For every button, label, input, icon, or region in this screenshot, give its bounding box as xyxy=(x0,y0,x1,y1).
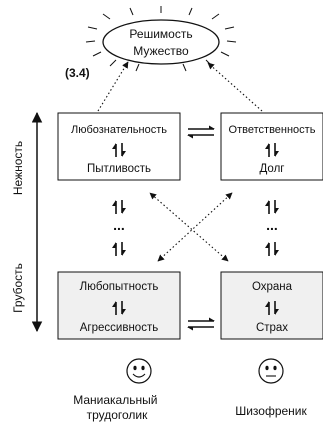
top-oval xyxy=(102,19,220,65)
box-top-right-line2: Долг xyxy=(260,163,285,175)
dotted-arrow-right-up xyxy=(207,62,263,112)
caption-left-text-line2: трудоголик xyxy=(87,408,149,422)
dotted-arrow-left-up xyxy=(97,61,129,112)
box-top-left-line1: Любознательность xyxy=(71,124,167,136)
top-oval-group: Решимость Мужество xyxy=(85,6,237,72)
box-top-left xyxy=(57,112,181,181)
axis-upper-label: Нежность xyxy=(11,141,25,195)
box-bottom-left-line2: Агрессивность xyxy=(80,322,158,334)
box-bottom-left xyxy=(57,271,181,340)
neutral-face-icon xyxy=(258,358,284,384)
axis-lower-label: Грубость xyxy=(11,263,25,313)
box-bottom-left-line1: Любопытность xyxy=(80,281,159,293)
equation-label: (3.4) xyxy=(65,66,90,80)
box-bottom-right-line1: Охрана xyxy=(252,281,293,293)
box-top-left-line2: Пытливость xyxy=(87,163,151,175)
ellipsis-left: ... xyxy=(113,217,125,233)
smiley-face-icon xyxy=(126,358,152,384)
box-top-right xyxy=(220,112,323,181)
caption-left-text: Маниакальный xyxy=(73,393,157,407)
ellipsis-right: ... xyxy=(266,217,278,233)
oval-line2: Мужество xyxy=(133,44,189,58)
box-top-right-line1: Ответственность xyxy=(229,124,316,136)
caption-left: Маниакальный трудоголик xyxy=(73,393,161,422)
caption-right: Шизофреник xyxy=(235,404,307,418)
box-bottom-right-line2: Страх xyxy=(256,322,288,334)
dotted-cross-arrow-1 xyxy=(149,192,229,262)
box-bottom-right xyxy=(220,271,323,340)
oval-line1: Решимость xyxy=(129,27,192,41)
dotted-cross-arrow-2 xyxy=(157,192,233,262)
